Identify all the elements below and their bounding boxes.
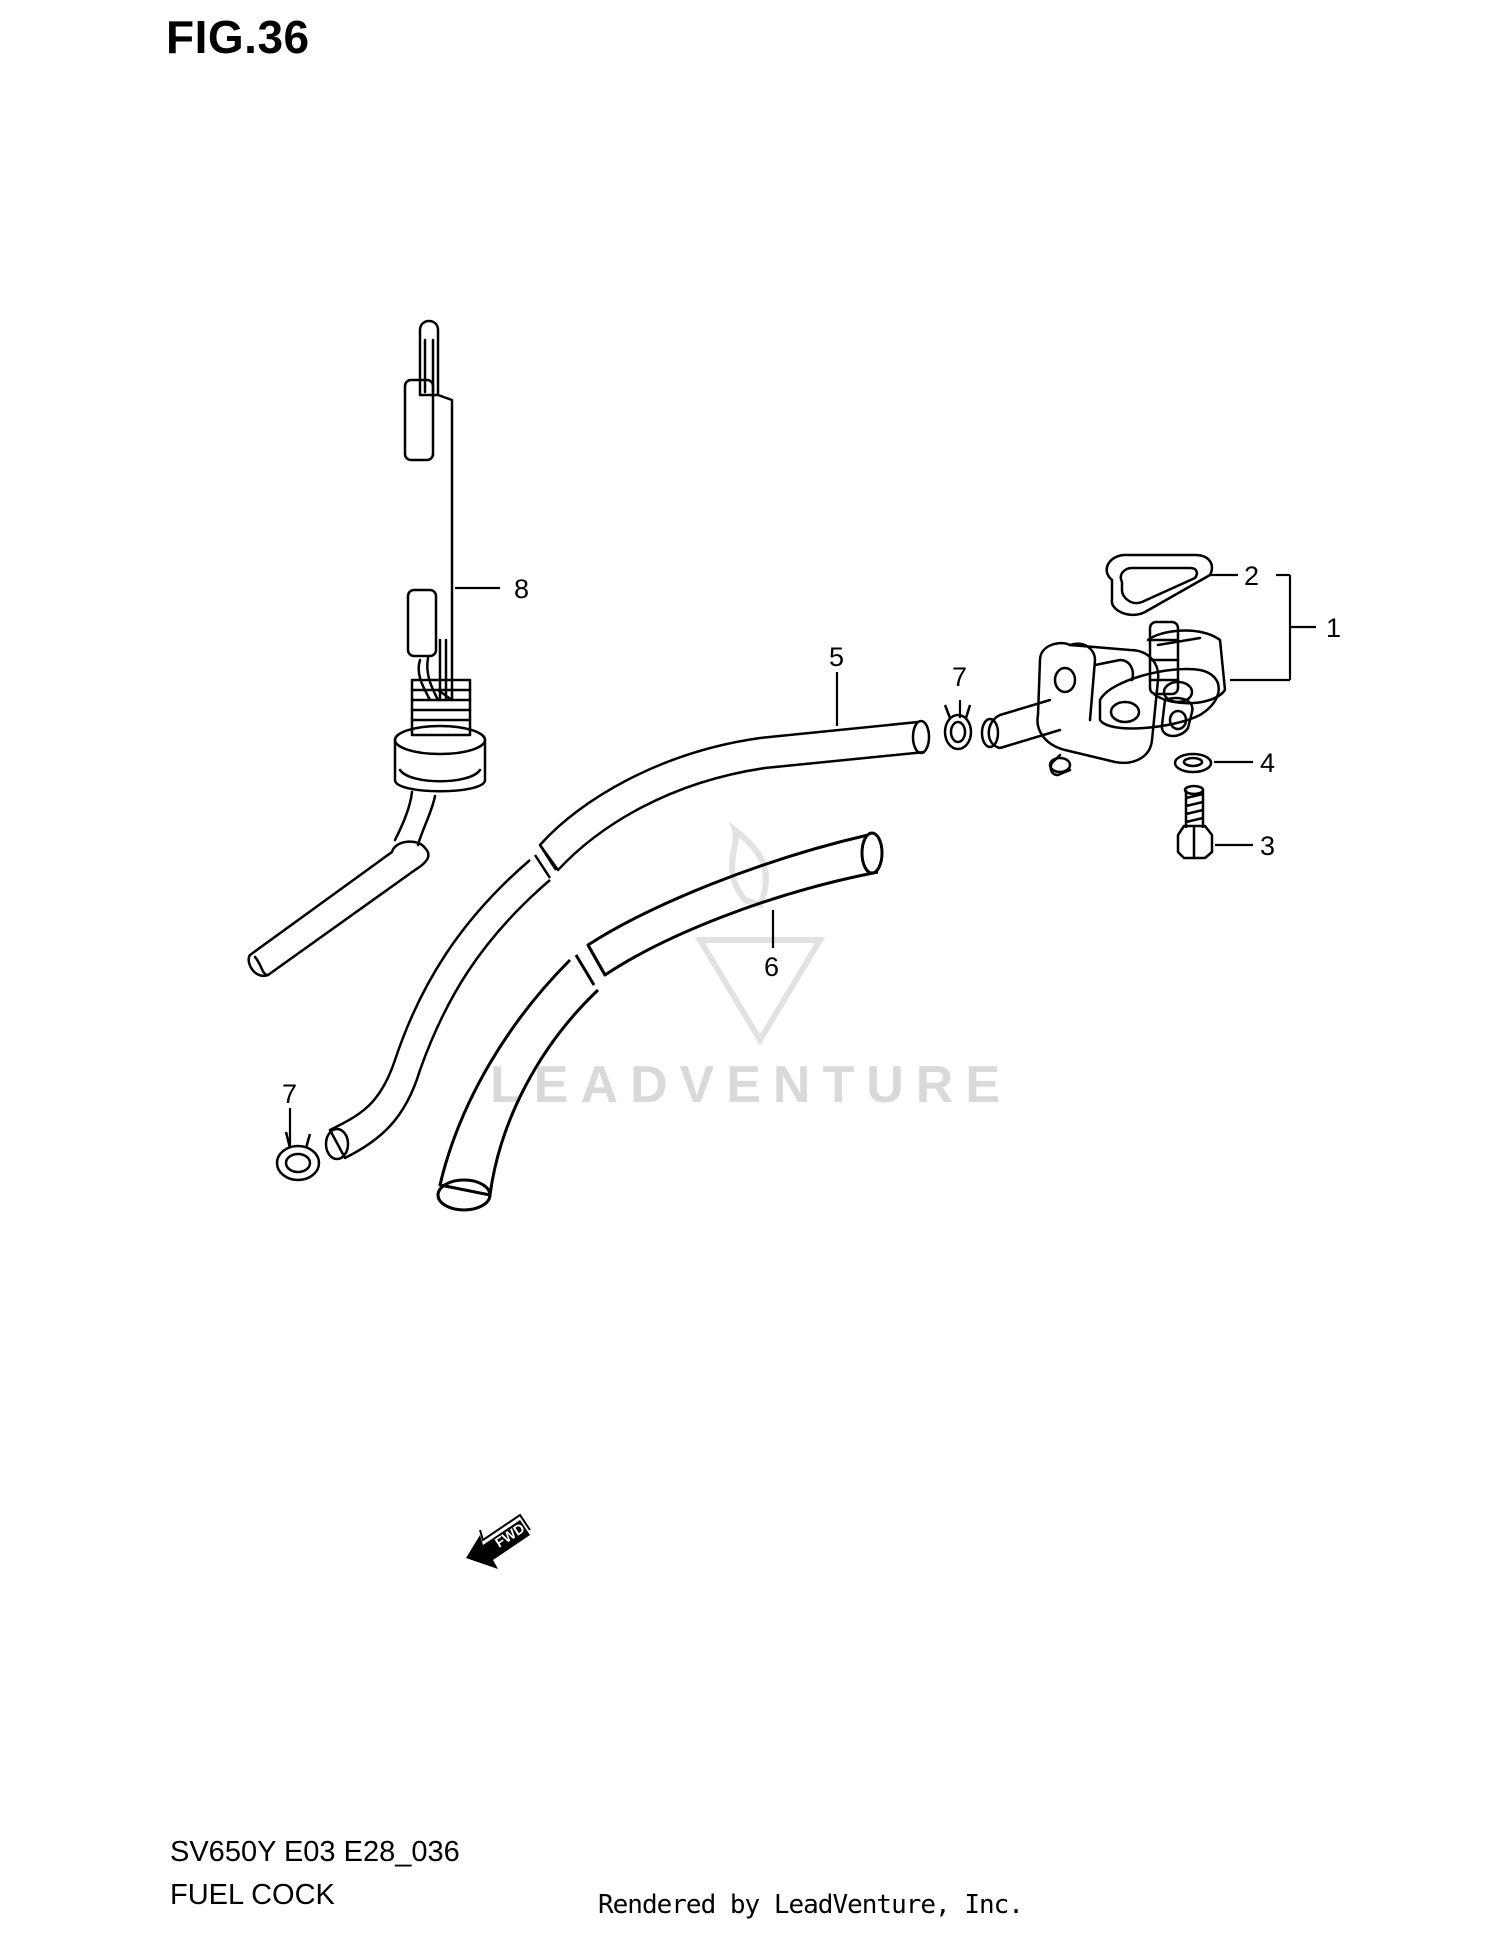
leader-lines <box>288 573 1316 1146</box>
part-7-clamp-lower[interactable] <box>275 1131 321 1182</box>
part-7-clamp-upper[interactable] <box>943 704 973 751</box>
fwd-arrow-icon: FWD <box>466 1513 531 1569</box>
watermark-text: LEADVENTURE <box>490 1056 1013 1114</box>
part-1-fuel-cock[interactable] <box>980 620 1227 777</box>
part-6-hose[interactable] <box>436 831 884 1212</box>
part-4-washer[interactable] <box>1173 752 1213 774</box>
callout-4: 4 <box>1260 748 1275 778</box>
callout-5: 5 <box>829 642 844 672</box>
section-name: FUEL COCK <box>170 1879 335 1911</box>
model-code: SV650Y E03 E28_036 <box>170 1836 460 1868</box>
callout-7-lower: 7 <box>282 1079 297 1109</box>
figure-title: FIG.36 <box>166 11 310 63</box>
callout-6: 6 <box>764 952 779 982</box>
callout-8: 8 <box>514 574 529 604</box>
callout-3: 3 <box>1260 831 1275 861</box>
part-2-gasket[interactable] <box>1105 553 1214 617</box>
render-credit: Rendered by LeadVenture, Inc. <box>598 1890 1024 1920</box>
callout-2: 2 <box>1244 561 1259 591</box>
part-3-bolt[interactable] <box>1176 784 1214 860</box>
watermark-logo <box>694 821 826 1046</box>
part-5-hose[interactable] <box>324 719 931 1161</box>
part-8-fuel-sensor[interactable] <box>247 319 487 978</box>
callout-1: 1 <box>1326 613 1341 643</box>
callout-7-upper: 7 <box>952 662 967 692</box>
